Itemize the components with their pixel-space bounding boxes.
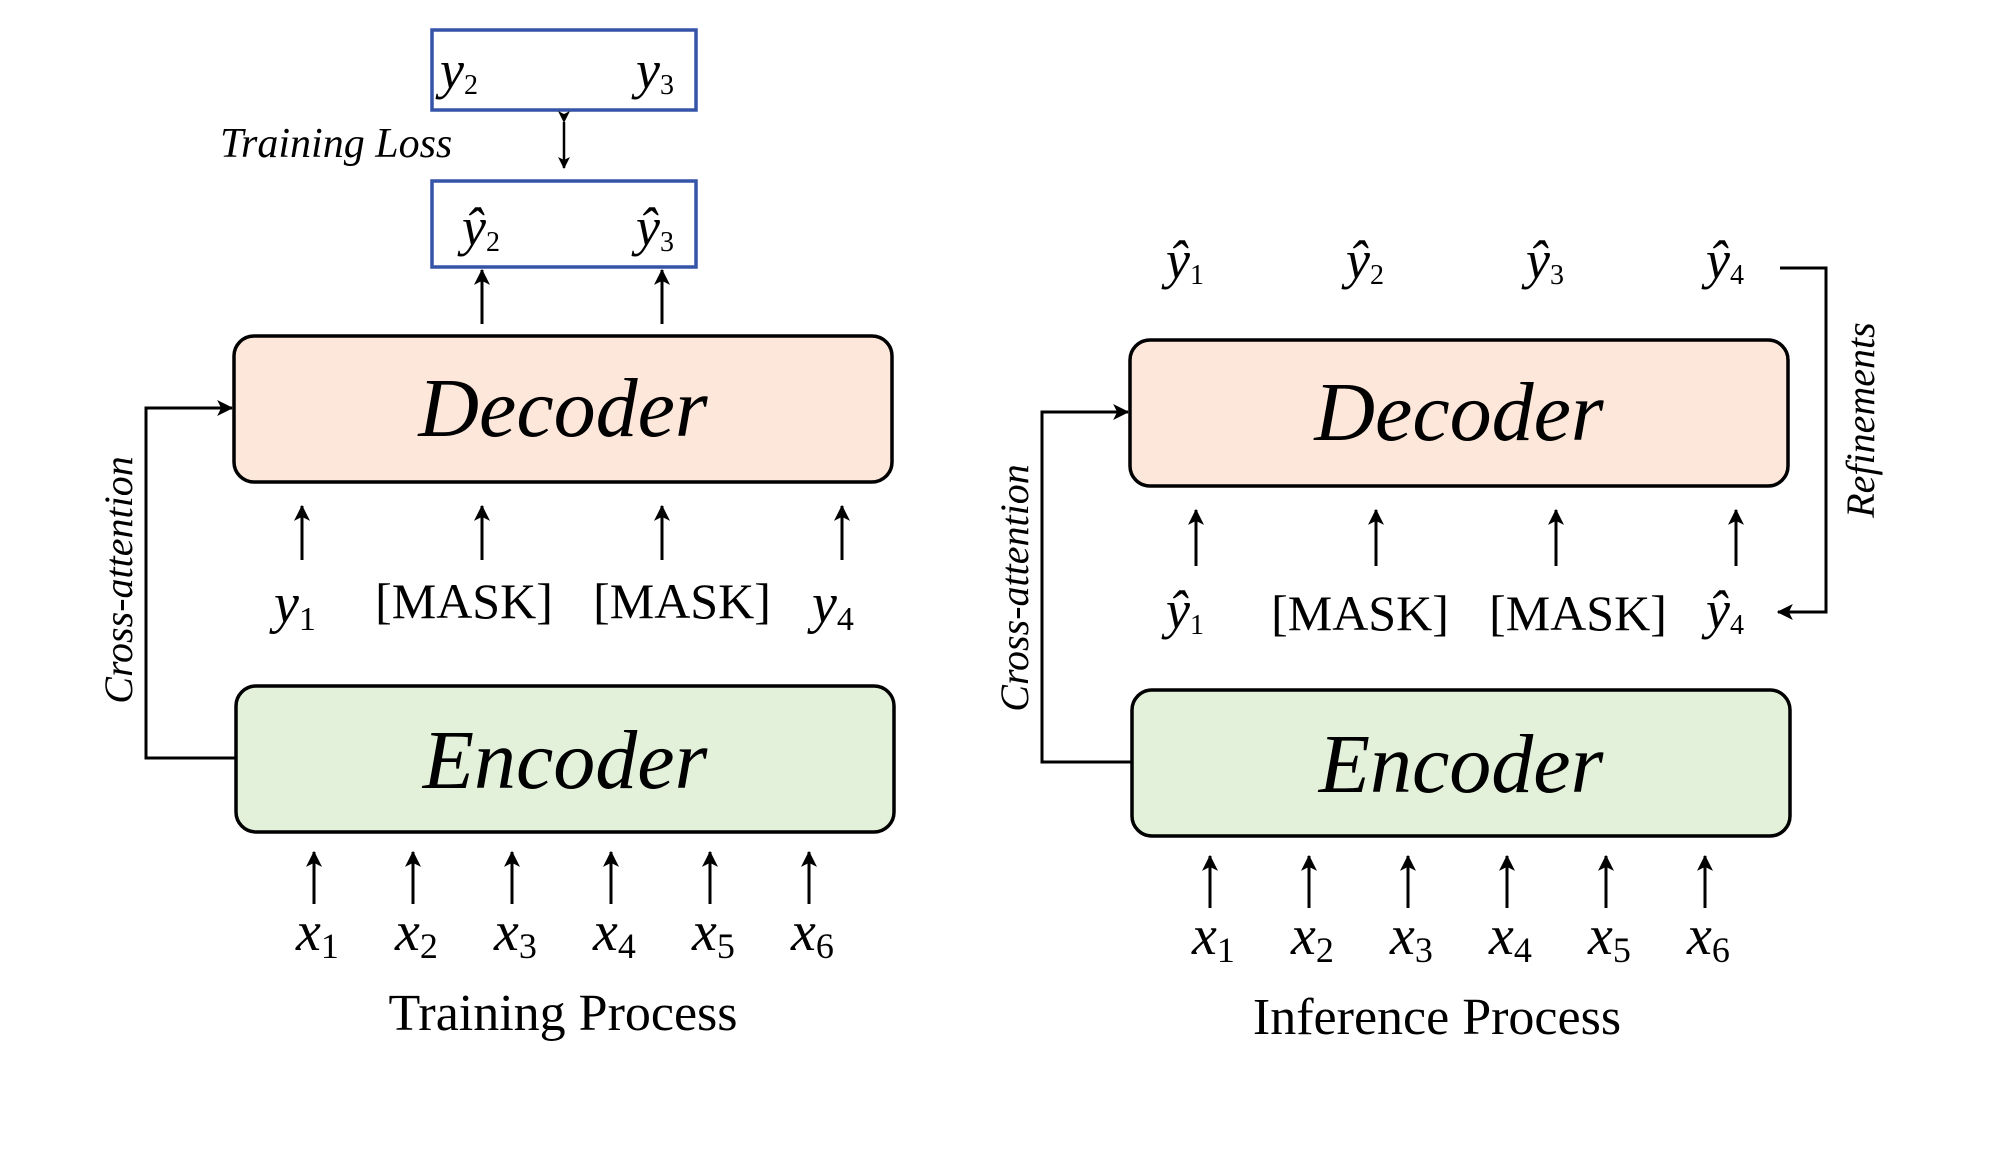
training-caption: Training Process — [388, 985, 737, 1042]
decoder-input-token: ŷ1 — [1161, 580, 1204, 641]
output-token: ŷ2 — [1341, 230, 1384, 291]
mask-token: [MASK] — [1489, 585, 1667, 641]
encoder-input-token: x5 — [691, 901, 735, 966]
target-token: y3 — [631, 40, 674, 101]
mask-token: [MASK] — [593, 573, 771, 629]
cross-attention-connector — [144, 400, 236, 760]
encoder-input-token: x5 — [1587, 905, 1631, 970]
decoder-input-token: y1 — [269, 573, 316, 638]
decoder-input-token: y4 — [807, 573, 854, 638]
encoder-input-token: x6 — [790, 901, 834, 966]
decoder-label: Decoder — [1313, 366, 1604, 459]
encoder-input-token: x3 — [1389, 905, 1433, 970]
inference-caption: Inference Process — [1253, 989, 1621, 1046]
target-token: y2 — [435, 40, 478, 101]
encoder-label: Encoder — [422, 714, 708, 807]
training-panel: y2 y3 Training Loss ŷ2 ŷ3 Decoder y1 [MA… — [96, 28, 896, 1042]
target-box — [430, 28, 698, 112]
output-token: ŷ4 — [1701, 230, 1744, 291]
decoder-input-token: ŷ4 — [1701, 580, 1744, 641]
prediction-token: ŷ2 — [457, 197, 500, 258]
encoder-input-token: x2 — [1290, 905, 1334, 970]
encoder-input-token: x4 — [592, 901, 636, 966]
prediction-box — [430, 179, 698, 269]
training-loss-label: Training Loss — [220, 121, 452, 167]
encoder-label: Encoder — [1318, 718, 1604, 811]
mask-token: [MASK] — [1271, 585, 1449, 641]
encoder-input-token: x1 — [1191, 905, 1235, 970]
prediction-token: ŷ3 — [631, 197, 674, 258]
output-token: ŷ1 — [1161, 230, 1204, 291]
inference-panel: ŷ1 ŷ2 ŷ3 ŷ4 Decoder Refinements ŷ1 [MASK… — [992, 230, 1883, 1046]
mask-token: [MASK] — [375, 573, 553, 629]
decoder-box — [1128, 338, 1790, 488]
encoder-input-token: x3 — [493, 901, 537, 966]
cross-attention-connector — [1040, 404, 1132, 764]
decoder-label: Decoder — [417, 362, 708, 455]
encoder-input-token: x6 — [1686, 905, 1730, 970]
decoder-box — [232, 334, 894, 484]
cross-attention-label: Cross-attention — [96, 456, 141, 703]
cross-attention-label: Cross-attention — [992, 464, 1037, 711]
encoder-input-token: x1 — [295, 901, 339, 966]
refinements-label: Refinements — [1838, 322, 1883, 519]
refinements-connector — [1776, 266, 1828, 620]
encoder-input-token: x4 — [1488, 905, 1532, 970]
encoder-input-token: x2 — [394, 901, 438, 966]
output-token: ŷ3 — [1521, 230, 1564, 291]
